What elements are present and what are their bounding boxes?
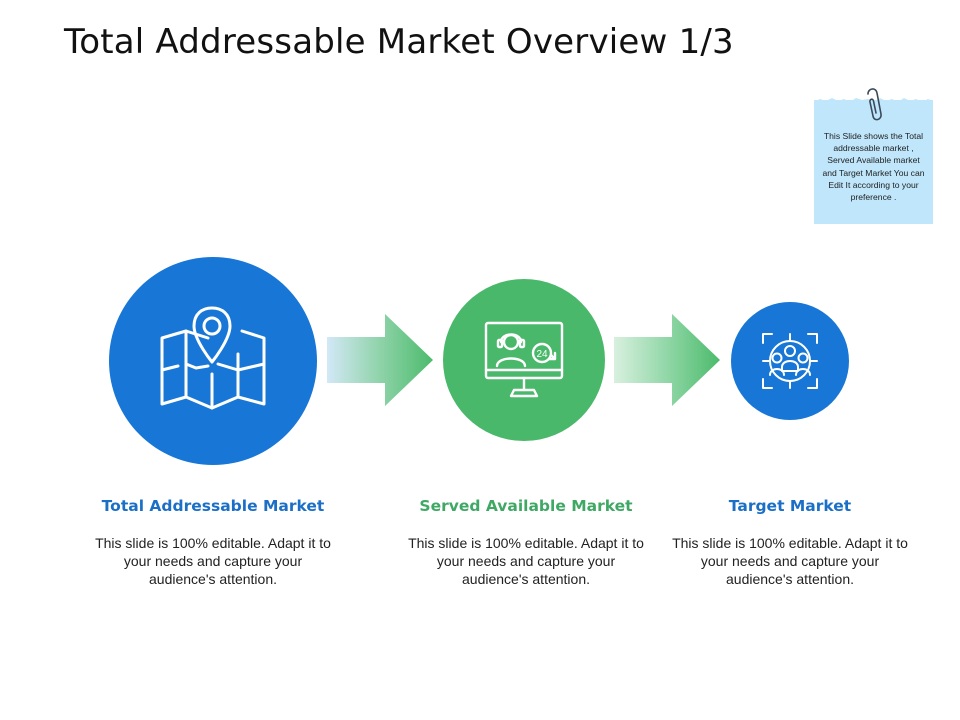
gradient-arrow-icon (614, 314, 720, 406)
description-target-market: This slide is 100% editable. Adapt it to… (672, 535, 908, 587)
hours-24-badge: 24 (536, 349, 548, 360)
served-available-market-circle (443, 279, 605, 441)
description-served-available-market: This slide is 100% editable. Adapt it to… (408, 535, 644, 587)
heading-served-available-market: Served Available Market (419, 497, 633, 515)
paperclip-icon (867, 88, 882, 121)
target-audience-icon (762, 333, 818, 389)
page-title: Total Addressable Market Overview 1/3 (64, 22, 734, 62)
gradient-arrow-icon (327, 314, 433, 406)
monitor-support-agent-24-icon: 24 (484, 321, 564, 398)
sticky-note-text: This Slide shows the Total addressable m… (822, 131, 925, 203)
heading-target-market: Target Market (728, 497, 852, 515)
heading-total-addressable-market: Total Addressable Market (101, 497, 325, 515)
description-total-addressable-market: This slide is 100% editable. Adapt it to… (95, 535, 331, 587)
folded-map-pin-icon (160, 306, 266, 410)
sticky-note: This Slide shows the Total addressable m… (814, 98, 933, 224)
